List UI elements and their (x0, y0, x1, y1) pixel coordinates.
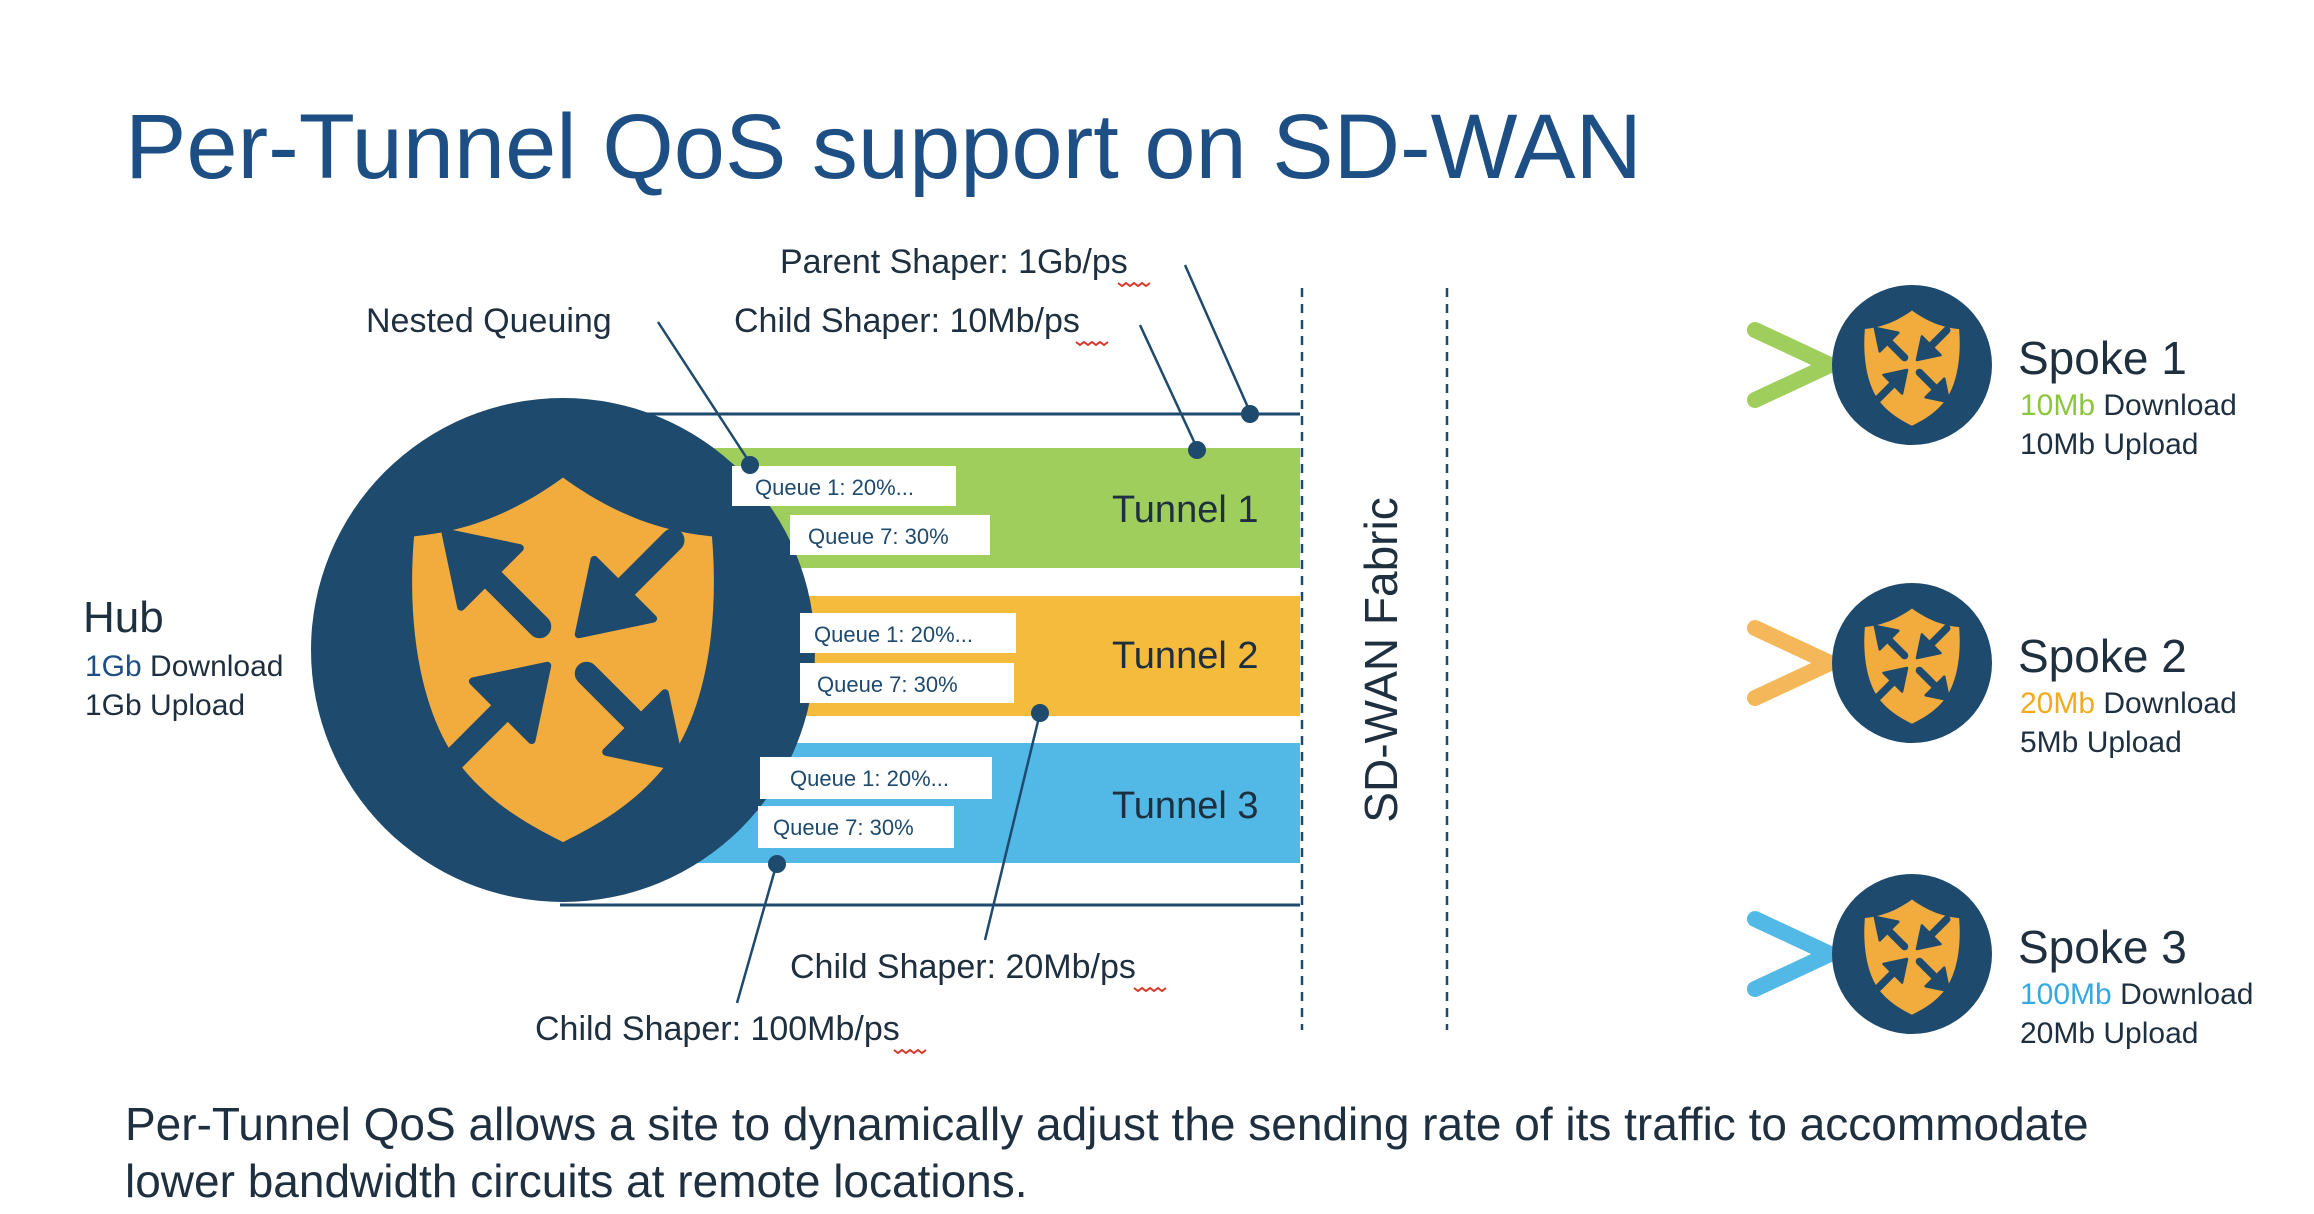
spellcheck-squiggle (1075, 340, 1109, 347)
child-shaper-100-label: Child Shaper: 100Mb/ps (535, 1010, 900, 1048)
footer-line-2: lower bandwidth circuits at remote locat… (125, 1155, 1028, 1207)
child-shaper-20-dot (1031, 704, 1049, 722)
spoke-3-download-value: 100Mb (2020, 978, 2112, 1011)
spoke-3-upload: 20Mb Upload (2020, 1017, 2198, 1050)
tunnel-1-queue-7: Queue 7: 30% (808, 524, 949, 549)
parent-shaper-leader (1183, 264, 1252, 413)
child-shaper-20-label: Child Shaper: 20Mb/ps (790, 948, 1136, 986)
tunnel-1-label: Tunnel 1 (1112, 489, 1258, 531)
tunnel-1-queue-7-box (790, 515, 990, 555)
spellcheck-squiggle (1117, 281, 1151, 288)
spoke-3-label: Spoke 3 (2018, 921, 2187, 973)
nested-queuing-label: Nested Queuing (366, 302, 612, 340)
spoke-1-download-label: Download (2095, 389, 2237, 422)
tunnel-3-label: Tunnel 3 (1112, 785, 1258, 827)
parent-shaper-dot (1241, 405, 1259, 423)
parent-shaper-label: Parent Shaper: 1Gb/ps (780, 243, 1128, 281)
tunnel-2-queue-7-box (800, 663, 1014, 703)
tunnel-3-queue-7-box (758, 806, 954, 848)
tunnel-3-queue-7: Queue 7: 30% (773, 815, 914, 840)
spoke-3-download: 100Mb Download (2020, 978, 2254, 1011)
hub-upload: 1Gb Upload (85, 689, 245, 722)
page-title: Per-Tunnel QoS support on SD-WAN (125, 96, 1642, 198)
tunnel-3-queue-1-box (760, 757, 992, 799)
child-shaper-10-leader (1138, 324, 1199, 449)
spoke-2-label: Spoke 2 (2018, 630, 2187, 682)
tunnel-2-queue-7: Queue 7: 30% (817, 672, 958, 697)
hub-download-value: 1Gb (85, 650, 142, 683)
tunnel-2-queue-1-box (800, 613, 1016, 653)
spoke-2-download-value: 20Mb (2020, 687, 2095, 720)
hub-download: 1Gb Download (85, 650, 283, 683)
child-shaper-10-dot (1188, 441, 1206, 459)
spoke-2-download-label: Download (2095, 687, 2237, 720)
child-shaper-100-dot (768, 855, 786, 873)
spellcheck-squiggle (893, 1048, 927, 1055)
fabric-label: SD-WAN Fabric (1355, 497, 1407, 822)
spoke-2-upload: 5Mb Upload (2020, 726, 2182, 759)
spoke-2-download: 20Mb Download (2020, 687, 2237, 720)
child-shaper-20-leader (983, 712, 1042, 941)
tunnel-1-queue-1: Queue 1: 20%... (755, 475, 914, 500)
nested-queuing-leader (656, 321, 752, 464)
hub-download-label: Download (142, 650, 284, 683)
child-shaper-10-label: Child Shaper: 10Mb/ps (734, 302, 1080, 340)
spoke-1-download-value: 10Mb (2020, 389, 2095, 422)
spoke-3-arrow (1488, 911, 1838, 997)
tunnel-1-queue-1-box (732, 466, 956, 506)
tunnel-2-queue-1: Queue 1: 20%... (814, 622, 973, 647)
spoke-1-label: Spoke 1 (2018, 332, 2187, 384)
spoke-2-arrow (1488, 620, 1838, 706)
spoke-1-download: 10Mb Download (2020, 389, 2237, 422)
spoke-1-arrow (1488, 322, 1838, 408)
hub-label: Hub (83, 593, 164, 642)
spoke-3-download-label: Download (2112, 978, 2254, 1011)
nested-queuing-dot (741, 456, 759, 474)
spoke-1-upload: 10Mb Upload (2020, 428, 2198, 461)
child-shaper-100-leader (735, 865, 778, 1004)
footer-line-1: Per-Tunnel QoS allows a site to dynamica… (125, 1098, 2089, 1150)
tunnel-3-queue-1: Queue 1: 20%... (790, 766, 949, 791)
spellcheck-squiggle (1133, 986, 1167, 993)
tunnel-2-label: Tunnel 2 (1112, 635, 1258, 677)
